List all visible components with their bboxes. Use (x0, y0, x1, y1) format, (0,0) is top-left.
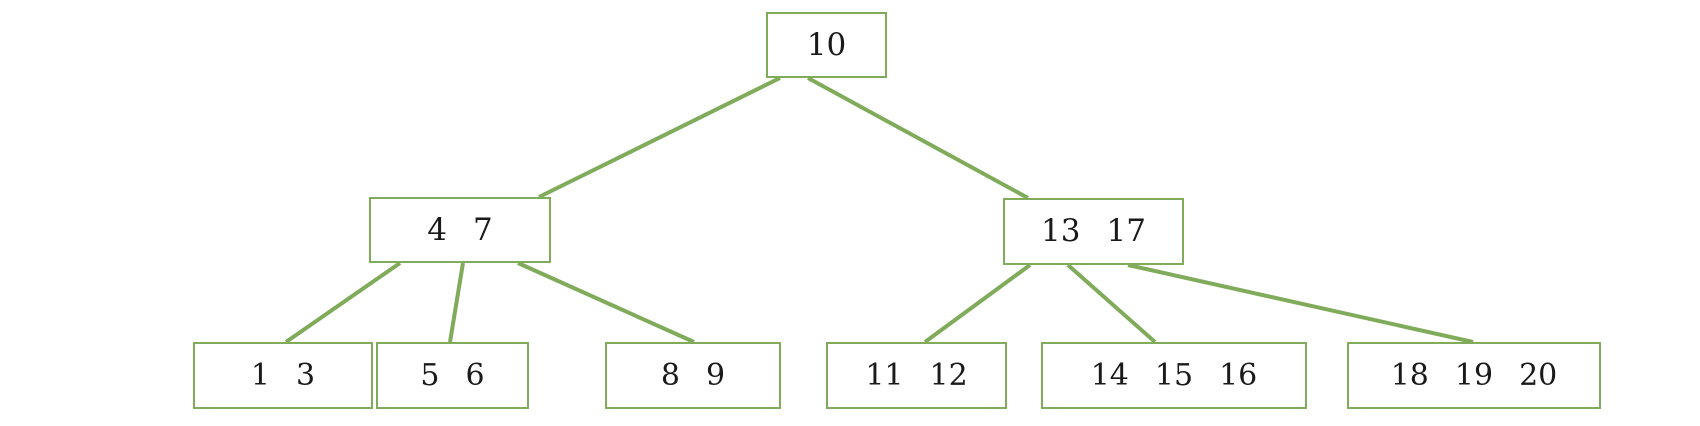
node-keys: 13 17 (1041, 216, 1146, 247)
node-key: 20 (1519, 357, 1558, 393)
tree-edge (538, 76, 781, 199)
node-key: 19 (1454, 357, 1494, 393)
node-key: 6 (465, 357, 485, 393)
node-key: 11 (865, 357, 904, 393)
node-key: 18 (1390, 357, 1429, 393)
node-key: 16 (1219, 357, 1258, 393)
tree-node-leaf-6[interactable]: 18 19 20 (1347, 342, 1601, 409)
node-keys: 14 15 16 (1090, 357, 1258, 393)
node-keys: 11 12 (865, 357, 968, 393)
node-key: 13 (1041, 213, 1081, 249)
node-key: 17 (1106, 213, 1146, 249)
tree-node-internal-right[interactable]: 13 17 (1003, 198, 1184, 265)
tree-node-leaf-4[interactable]: 11 12 (826, 342, 1007, 409)
node-key: 8 (660, 357, 680, 393)
node-keys: 18 19 20 (1390, 357, 1558, 393)
node-key: 9 (706, 357, 726, 393)
tree-edge (448, 262, 465, 343)
tree-edge (1127, 263, 1474, 344)
node-key: 5 (420, 357, 440, 393)
node-key: 10 (806, 26, 847, 63)
node-key: 12 (929, 357, 968, 393)
node-key: 7 (473, 211, 493, 248)
node-key: 15 (1154, 357, 1194, 393)
node-key: 14 (1090, 357, 1129, 393)
node-key: 4 (427, 211, 447, 248)
tree-node-leaf-5[interactable]: 14 15 16 (1041, 342, 1307, 409)
tree-edge (807, 76, 1029, 200)
tree-node-root[interactable]: 10 (766, 12, 887, 78)
tree-edge (923, 263, 1032, 344)
node-key: 3 (296, 357, 316, 393)
node-keys: 10 (806, 26, 847, 63)
tree-edge (517, 261, 695, 344)
node-key: 1 (250, 357, 270, 393)
tree-edge (1066, 263, 1157, 344)
tree-edge (284, 261, 402, 344)
